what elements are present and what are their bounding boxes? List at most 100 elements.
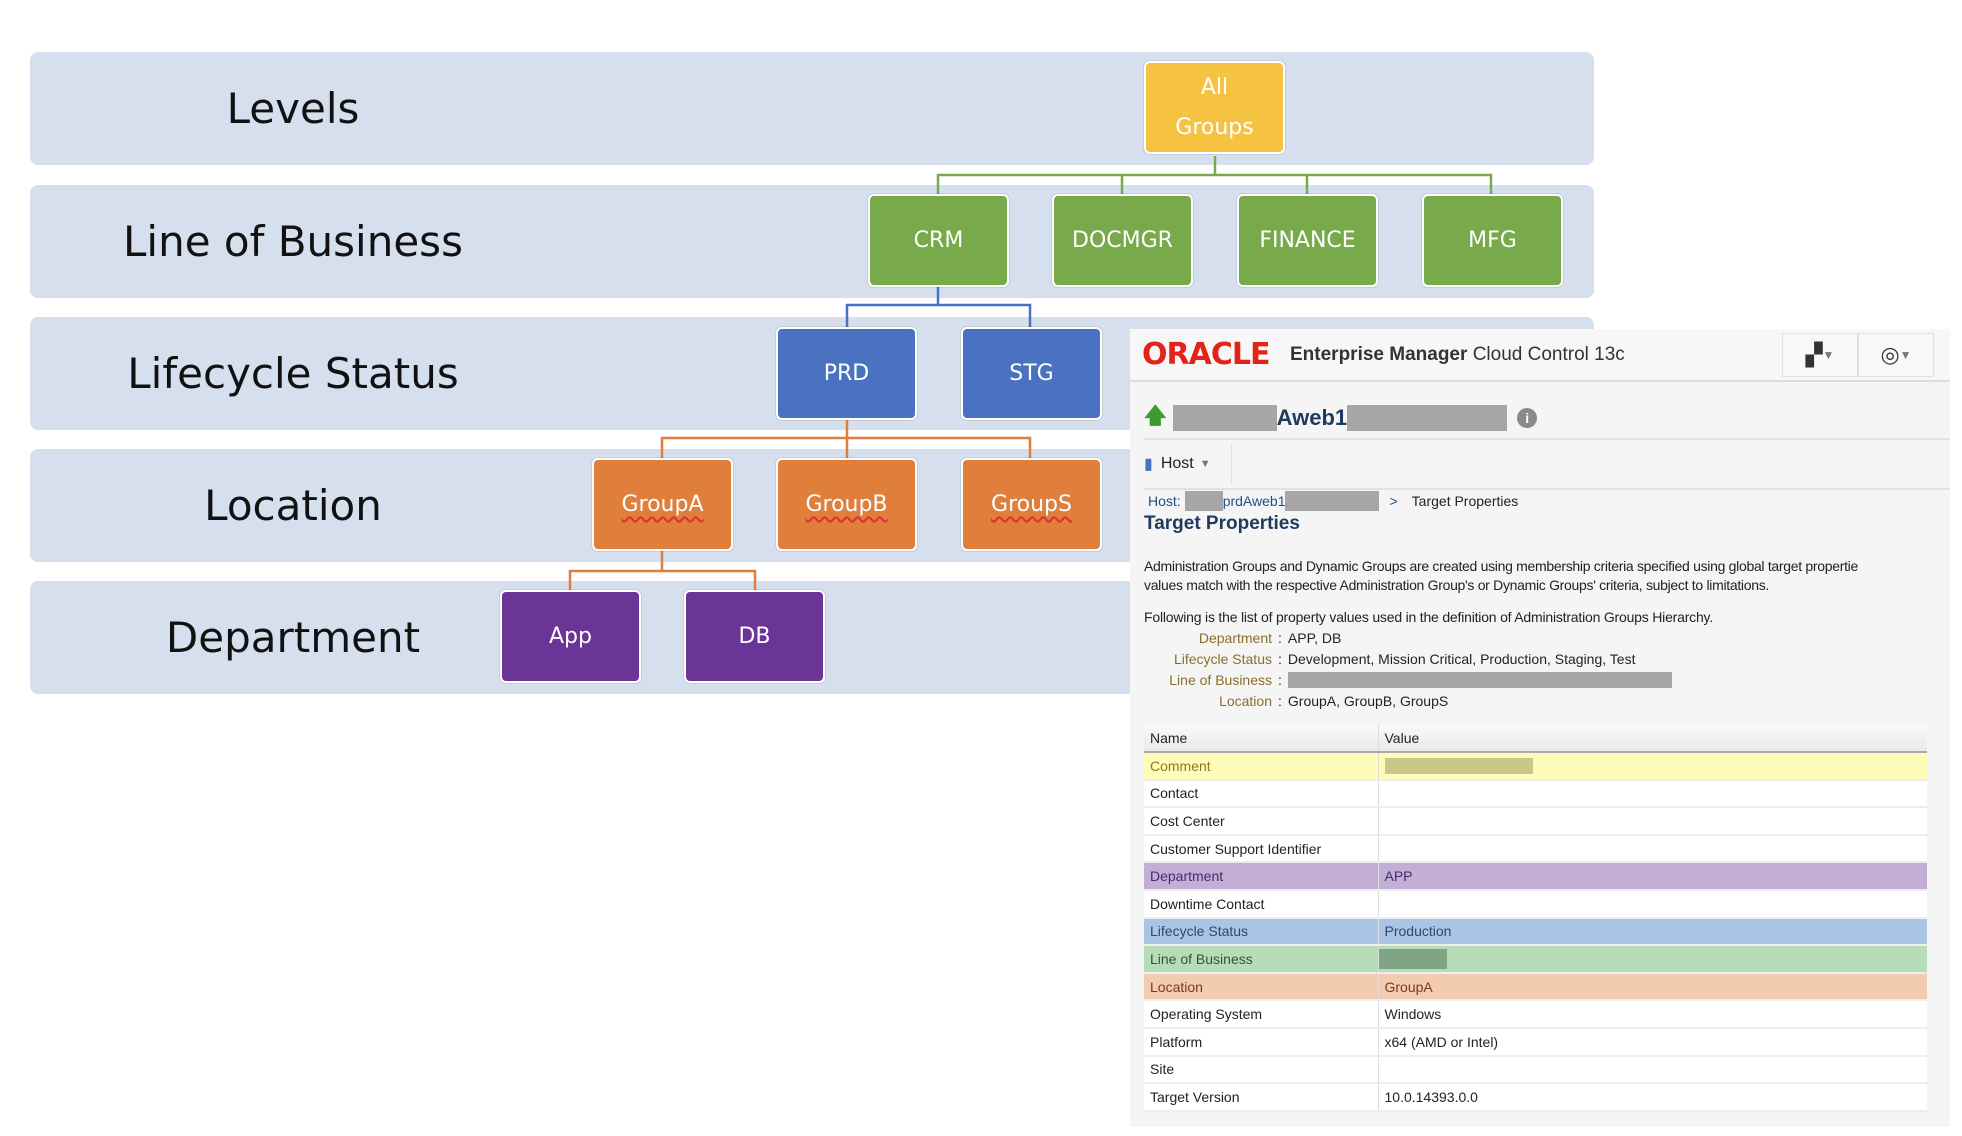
divider (1144, 438, 1950, 440)
table-row: Cost Center (1144, 807, 1927, 836)
targets-menu-button[interactable]: ▞▼ (1782, 333, 1858, 377)
property-value (1378, 779, 1927, 809)
host-menu[interactable]: ▮Host▼ (1144, 443, 1232, 485)
criteria-value: APP, DB (1287, 630, 1342, 646)
property-value: APP (1378, 862, 1927, 891)
chevron-down-icon: ▼ (1822, 348, 1835, 362)
criteria-row: Lifecycle Status: Development, Mission Cr… (1144, 649, 1672, 670)
table-row: Line of Business (1144, 945, 1927, 974)
divider (1144, 488, 1950, 490)
level-label: Location (204, 481, 382, 530)
property-value (1378, 889, 1927, 919)
column-header-value[interactable]: Value (1378, 724, 1927, 753)
property-value: Windows (1378, 1000, 1927, 1029)
criteria-name: Lifecycle Status (1173, 651, 1272, 667)
intro-line: values match with the respective Adminis… (1144, 577, 1769, 593)
property-value (1378, 752, 1927, 781)
property-value: GroupA (1378, 972, 1927, 1002)
intro-line: Administration Groups and Dynamic Groups… (1144, 558, 1858, 574)
node-groups: GroupS (961, 458, 1102, 551)
page-title: Target Properties (1144, 513, 1300, 534)
criteria-value: Development, Mission Critical, Productio… (1287, 651, 1636, 667)
table-row: Comment (1144, 752, 1927, 781)
redacted (1378, 948, 1447, 969)
property-name: Customer Support Identifier (1144, 834, 1379, 864)
property-name: Line of Business (1144, 945, 1379, 974)
node-label: Groups (1175, 114, 1254, 140)
level-label: Department (165, 613, 421, 662)
property-name: Location (1144, 972, 1379, 1002)
lifecycle-connector (660, 419, 1032, 458)
property-value: Production (1378, 917, 1927, 947)
node-prd: PRD (776, 327, 917, 420)
criteria-colon: : (1278, 651, 1282, 667)
breadcrumb-host-link[interactable]: prdAweb1 (1222, 493, 1286, 509)
table-row: Site (1144, 1055, 1927, 1085)
criteria-colon: : (1278, 672, 1282, 688)
node-label: GroupB (805, 492, 888, 517)
criteria-name: Line of Business (1169, 672, 1272, 688)
criteria-name: Location (1219, 693, 1272, 709)
info-icon[interactable]: i (1517, 408, 1538, 428)
property-name: Contact (1144, 779, 1379, 809)
property-value (1378, 1055, 1927, 1085)
favorites-menu-button[interactable]: ◎▼ (1858, 333, 1934, 377)
node-app: App (500, 590, 641, 683)
host-menu-label: Host (1160, 455, 1194, 472)
redacted (1184, 491, 1223, 511)
redacted (1285, 491, 1380, 511)
redacted (1347, 405, 1508, 431)
node-label: GroupA (621, 492, 704, 517)
property-name: Department (1144, 862, 1379, 891)
target-name: Aweb1 (1276, 405, 1348, 430)
node-finance: FINANCE (1237, 194, 1378, 287)
breadcrumb-prefix: Host: (1148, 493, 1181, 509)
node-db: DB (684, 590, 825, 683)
property-value (1378, 834, 1927, 864)
location-connector (568, 551, 757, 590)
intro-text: Administration Groups and Dynamic Groups… (1144, 557, 1858, 595)
node-label: GroupS (991, 492, 1072, 517)
level-label: Lifecycle Status (127, 349, 459, 398)
redacted (1384, 758, 1533, 775)
node-mfg: MFG (1422, 194, 1563, 287)
target-title: 🡅 Aweb1 i (1144, 401, 1538, 435)
property-value: x64 (AMD or Intel) (1378, 1027, 1927, 1057)
criteria-colon: : (1278, 693, 1282, 709)
node-label: All (1200, 74, 1229, 100)
table-row: Customer Support Identifier (1144, 834, 1927, 864)
following-text: Following is the list of property values… (1144, 609, 1714, 625)
targets-icon: ▞ (1805, 342, 1823, 367)
property-name: Operating System (1144, 1000, 1379, 1029)
node-docmgr: DOCMGR (1052, 194, 1193, 287)
criteria-name: Department (1198, 630, 1272, 646)
node-groupa: GroupA (592, 458, 733, 551)
breadcrumb: Host: prdAweb1 > Target Properties (1148, 490, 1518, 512)
level-band-levels: Levels (30, 52, 1594, 165)
breadcrumb-current: Target Properties (1411, 493, 1519, 509)
em-screenshot-panel: ORACLE Enterprise Manager Cloud Control … (1130, 329, 1950, 1127)
node-crm: CRM (868, 194, 1009, 287)
lob-connector (845, 286, 1032, 327)
node-groupb: GroupB (776, 458, 917, 551)
property-name: Lifecycle Status (1144, 917, 1379, 947)
property-value: 10.0.14393.0.0 (1378, 1083, 1927, 1112)
host-icon: ▮ (1144, 456, 1153, 473)
criteria-row: Line of Business: (1144, 670, 1672, 691)
column-header-name[interactable]: Name (1144, 724, 1379, 753)
oracle-logo: ORACLE (1142, 337, 1270, 372)
property-value (1378, 807, 1927, 836)
criteria-value: GroupA, GroupB, GroupS (1287, 693, 1449, 709)
product-bold: Enterprise Manager (1290, 344, 1468, 365)
redacted (1172, 405, 1277, 431)
criteria-row: Location: GroupA, GroupB, GroupS (1144, 691, 1672, 712)
breadcrumb-separator: > (1389, 493, 1398, 509)
property-name: Target Version (1144, 1083, 1379, 1112)
level-label: Line of Business (123, 217, 463, 266)
